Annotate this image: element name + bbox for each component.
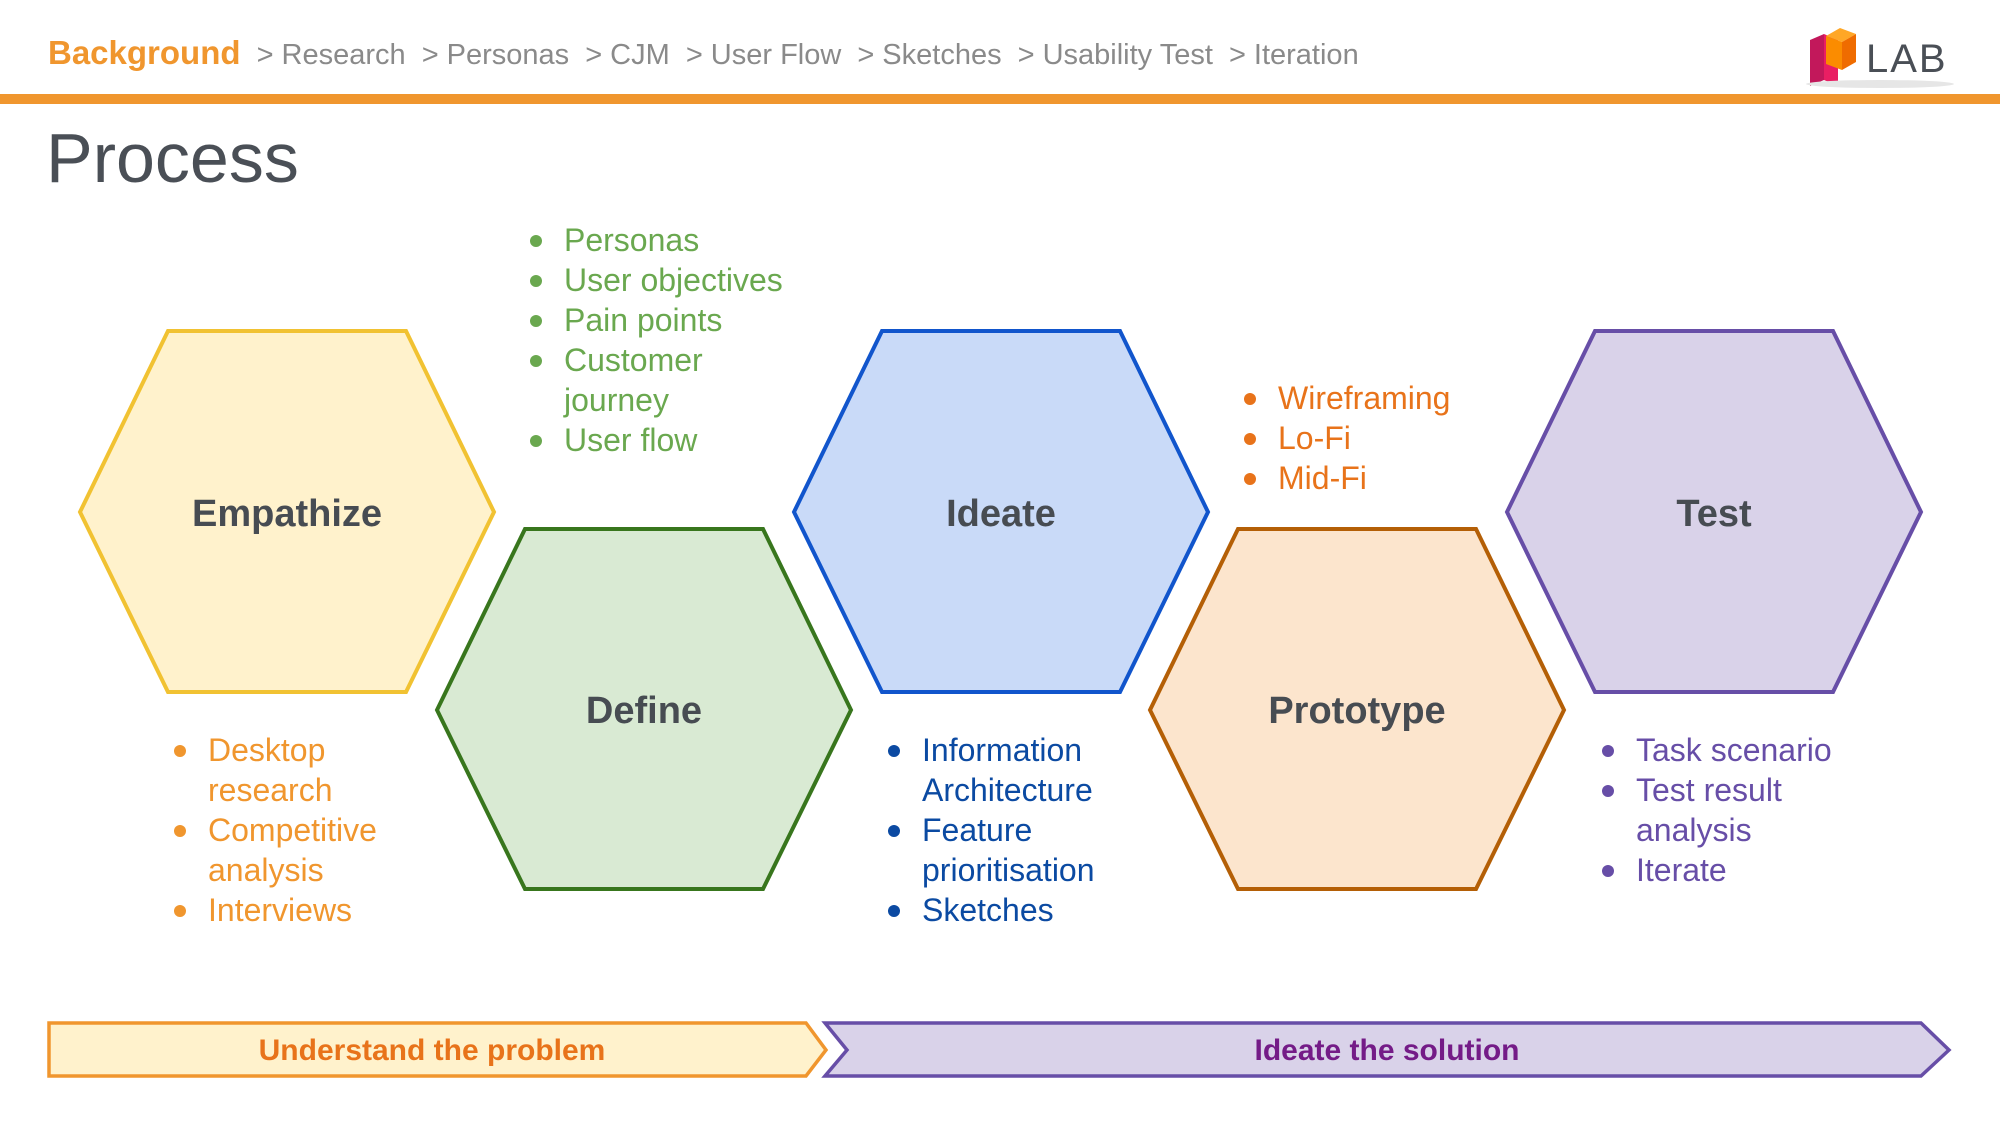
- list-item: Personas: [526, 220, 786, 260]
- hexagon-define-shape: [434, 527, 854, 891]
- ideate-items: Information Architecture Feature priorit…: [884, 730, 1184, 930]
- header-divider: [0, 94, 2000, 104]
- list-item: Desktop research: [170, 730, 450, 810]
- phase-arrow-understand-label: Understand the problem: [259, 1034, 606, 1067]
- hexagon-define[interactable]: Define: [434, 527, 854, 891]
- breadcrumb: Background >Research >Personas >CJM >Use…: [48, 34, 1359, 72]
- list-item: Sketches: [884, 890, 1184, 930]
- breadcrumb-active[interactable]: Background: [48, 34, 241, 71]
- hexagon-empathize-shape: [77, 329, 497, 694]
- list-item: Mid-Fi: [1240, 458, 1540, 498]
- breadcrumb-item-user-flow[interactable]: User Flow: [710, 39, 842, 71]
- hexagon-prototype-shape: [1147, 527, 1567, 891]
- breadcrumb-item-cjm[interactable]: CJM: [610, 39, 670, 71]
- empathize-items: Desktop research Competitive analysis In…: [170, 730, 450, 930]
- hexagon-test-label: Test: [1676, 493, 1752, 535]
- breadcrumb-separator: >: [421, 39, 439, 71]
- breadcrumb-item-research[interactable]: Research: [281, 39, 406, 71]
- hexagon-prototype-label: Prototype: [1268, 690, 1445, 732]
- hexagon-define-label: Define: [586, 690, 702, 732]
- list-item: Interviews: [170, 890, 450, 930]
- hexagon-empathize[interactable]: Empathize: [77, 329, 497, 694]
- list-item: Information Architecture: [884, 730, 1184, 810]
- list-item: Lo-Fi: [1240, 418, 1540, 458]
- hexagon-ideate-shape: [791, 329, 1211, 694]
- list-item: Test result analysis: [1598, 770, 1868, 850]
- list-item: Wireframing: [1240, 378, 1540, 418]
- lab-logo: LAB: [1806, 28, 1954, 88]
- test-items: Task scenario Test result analysis Itera…: [1598, 730, 1868, 890]
- breadcrumb-separator: >: [256, 39, 274, 71]
- prototype-items: Wireframing Lo-Fi Mid-Fi: [1240, 378, 1540, 498]
- list-item: Iterate: [1598, 850, 1868, 890]
- hexagon-ideate-label: Ideate: [946, 493, 1056, 535]
- list-item: User flow: [526, 420, 786, 460]
- phase-arrow-understand-shape: [47, 1021, 829, 1078]
- page-title: Process: [46, 119, 299, 197]
- breadcrumb-separator: >: [685, 39, 703, 71]
- logo-text: LAB: [1866, 37, 1948, 81]
- define-items: Personas User objectives Pain points Cus…: [526, 220, 786, 460]
- breadcrumb-item-personas[interactable]: Personas: [446, 39, 570, 71]
- list-item: Pain points: [526, 300, 786, 340]
- hexagon-prototype[interactable]: Prototype: [1147, 527, 1567, 891]
- hexagon-test[interactable]: Test: [1504, 329, 1924, 694]
- hexagon-empathize-label: Empathize: [192, 493, 382, 535]
- phase-arrow-understand: Understand the problem: [47, 1021, 829, 1078]
- list-item: Task scenario: [1598, 730, 1868, 770]
- breadcrumb-separator: >: [857, 39, 875, 71]
- breadcrumb-separator: >: [1228, 39, 1246, 71]
- hexagon-test-shape: [1504, 329, 1924, 694]
- breadcrumb-separator: >: [1017, 39, 1035, 71]
- list-item: Competitive analysis: [170, 810, 450, 890]
- list-item: Feature prioritisation: [884, 810, 1184, 890]
- breadcrumb-item-usability-test[interactable]: Usability Test: [1042, 39, 1213, 71]
- breadcrumb-item-sketches[interactable]: Sketches: [882, 39, 1002, 71]
- breadcrumb-item-iteration[interactable]: Iteration: [1253, 39, 1359, 71]
- list-item: User objectives: [526, 260, 786, 300]
- list-item: Customer journey: [526, 340, 786, 420]
- hexagon-ideate[interactable]: Ideate: [791, 329, 1211, 694]
- phase-arrow-ideate: Ideate the solution: [821, 1021, 1952, 1078]
- breadcrumb-separator: >: [585, 39, 603, 71]
- phase-arrow-ideate-label: Ideate the solution: [1254, 1034, 1519, 1067]
- phase-arrow-ideate-shape: [821, 1021, 1952, 1078]
